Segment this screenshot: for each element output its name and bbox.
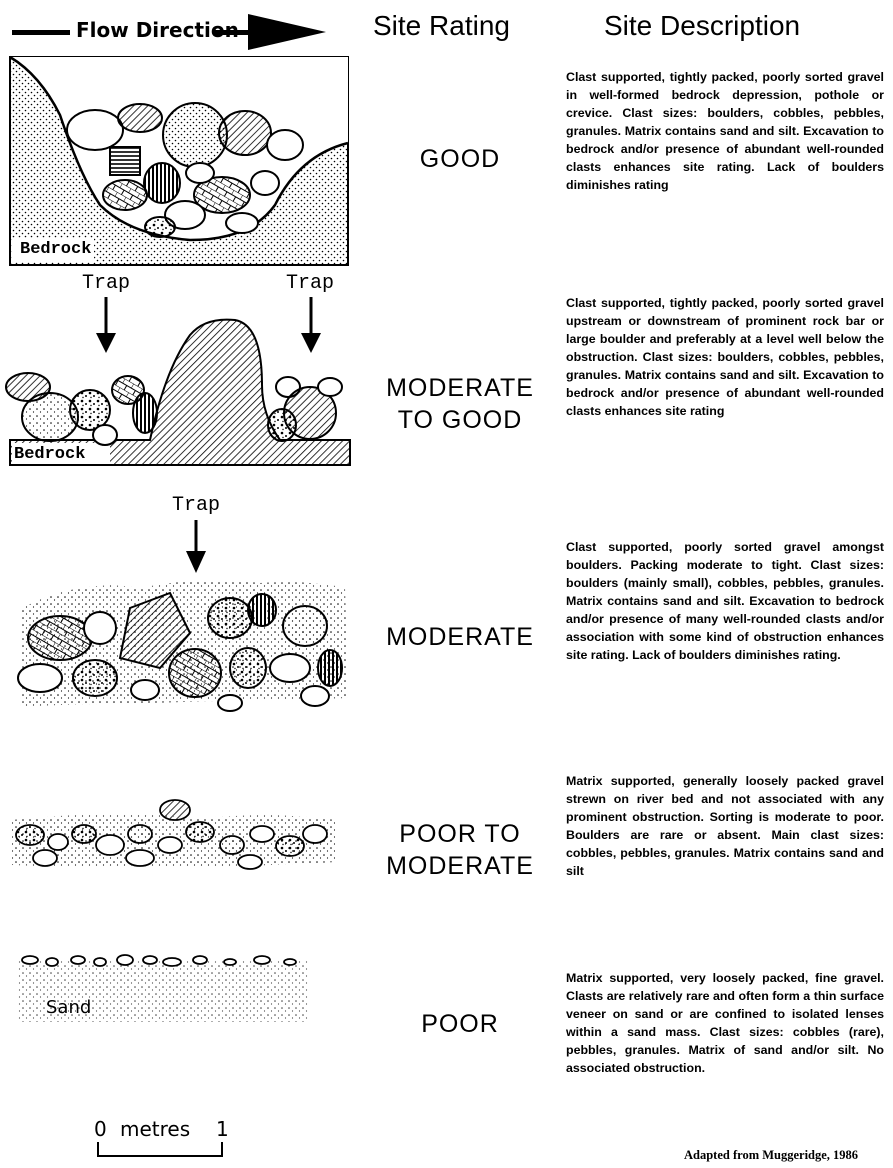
rating-poor: POOR — [360, 1008, 560, 1041]
sand-label: Sand — [46, 997, 91, 1018]
poor-to-moderate-sketch — [0, 790, 360, 880]
description-moderate-to-good: Clast supported, tightly packed, poorly … — [566, 294, 884, 420]
poor-sketch — [0, 950, 360, 1030]
scale-unit: metres — [120, 1117, 190, 1141]
source-credit: Adapted from Muggeridge, 1986 — [684, 1148, 858, 1163]
rating-moderate-to-good-line2: TO GOOD — [360, 404, 560, 437]
moderate-sketch — [0, 518, 360, 728]
description-moderate: Clast supported, poorly sorted gravel am… — [566, 538, 884, 664]
description-poor-to-moderate: Matrix supported, generally loosely pack… — [566, 772, 884, 880]
rating-moderate: MODERATE — [360, 621, 560, 654]
rating-good: GOOD — [360, 143, 560, 176]
trap-label-right: Trap — [286, 272, 334, 295]
scale-one: 1 — [216, 1117, 229, 1141]
description-poor: Matrix supported, very loosely packed, f… — [566, 969, 884, 1077]
site-rating-header: Site Rating — [373, 10, 510, 42]
scale-zero: 0 — [94, 1117, 107, 1141]
trap-arrow-icon — [186, 520, 206, 573]
bedrock-label: Bedrock — [20, 240, 91, 259]
rating-poor-to-moderate-line2: MODERATE — [360, 850, 560, 883]
trap-arrow-icon — [96, 297, 116, 353]
moderate-to-good-sketch — [0, 295, 360, 470]
trap-label-left: Trap — [82, 272, 130, 295]
flow-direction-label: Flow Direction — [76, 18, 239, 42]
bedrock-label-2: Bedrock — [14, 445, 85, 464]
trap-label-center: Trap — [172, 494, 220, 517]
site-description-header: Site Description — [604, 10, 800, 42]
scale-bar — [90, 1142, 230, 1162]
good-site-sketch — [0, 55, 360, 270]
description-good: Clast supported, tightly packed, poorly … — [566, 68, 884, 194]
rating-moderate-to-good-line1: MODERATE — [360, 372, 560, 405]
flow-direction-header: Flow Direction — [8, 12, 328, 52]
rating-poor-to-moderate-line1: POOR TO — [360, 818, 560, 851]
trap-arrow-icon — [301, 297, 321, 353]
